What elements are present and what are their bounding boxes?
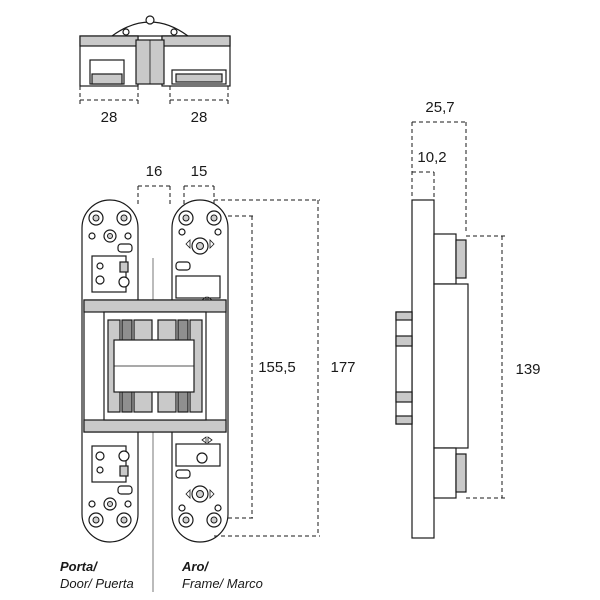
label-door-title: Porta/ <box>60 559 98 574</box>
dim-side-total-width: 25,7 <box>425 99 454 116</box>
label-frame-title: Aro/ <box>181 559 209 574</box>
side-mounting-plate <box>411 199 435 539</box>
dim-door-offset: 16 <box>146 163 163 180</box>
top-view: 28 28 <box>79 15 231 126</box>
dim-top-right-width: 28 <box>191 109 208 126</box>
dim-frame-offset: 15 <box>191 163 208 180</box>
side-view: 25,7 10,2 139 <box>395 99 541 539</box>
dim-side-plate-width: 10,2 <box>417 149 446 166</box>
label-door-sub: Door/ Puerta <box>60 576 134 591</box>
dim-total-height: 177 <box>330 359 355 376</box>
dim-frame-inner-height: 155,5 <box>258 359 296 376</box>
label-frame-sub: Frame/ Marco <box>182 576 263 591</box>
dim-side-body-height: 139 <box>515 361 540 378</box>
front-view: 16 15 <box>60 163 356 592</box>
dim-top-left-width: 28 <box>101 109 118 126</box>
